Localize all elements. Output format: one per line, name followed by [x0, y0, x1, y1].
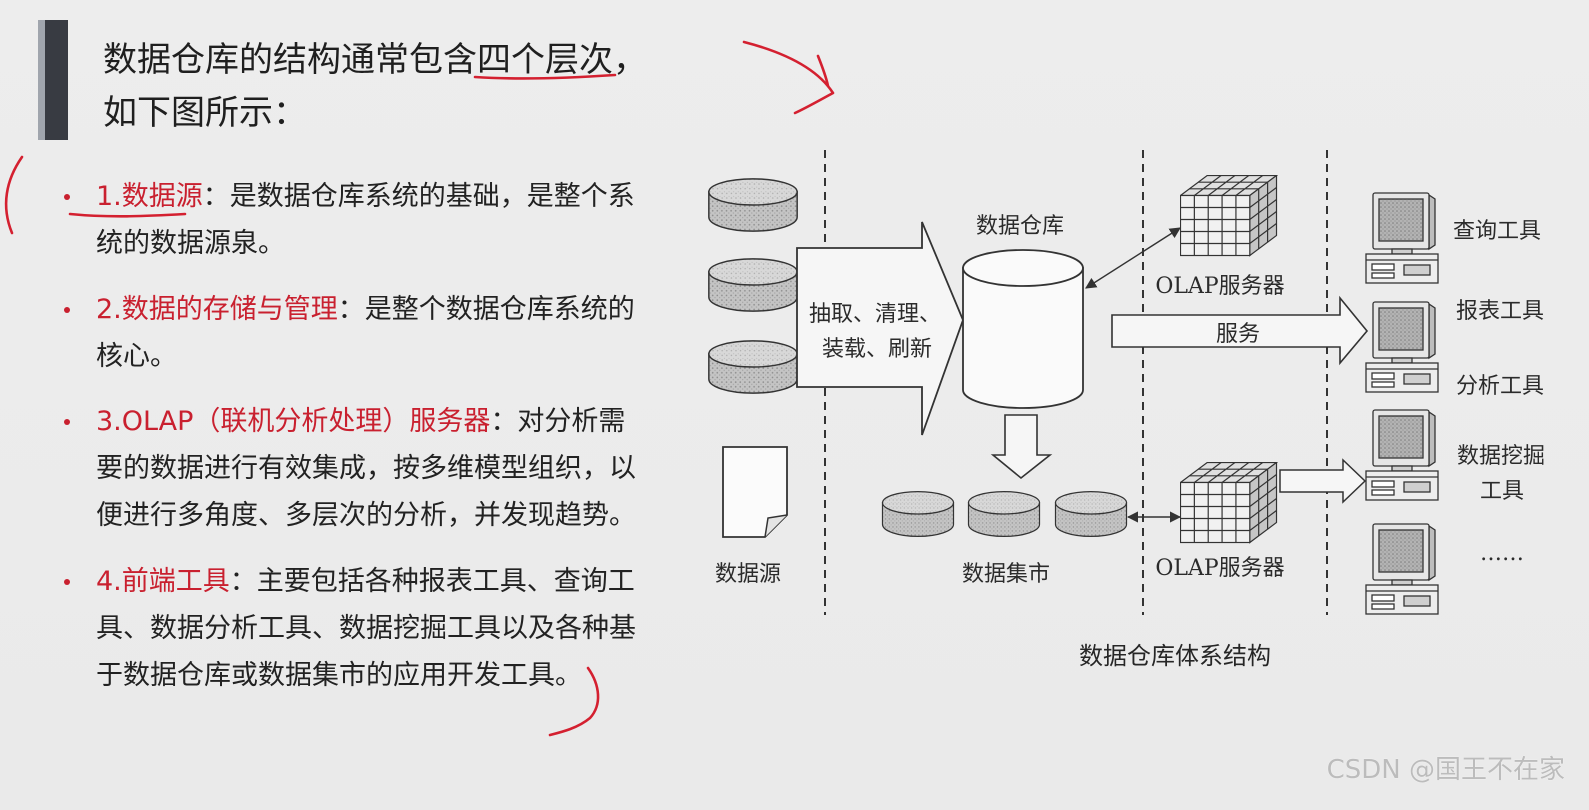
cylinder-warehouse-icon: [962, 249, 1084, 409]
title-accent-bar: [38, 20, 68, 140]
computer-icon: [1365, 409, 1439, 501]
bullet-label: 4.前端工具: [96, 566, 230, 597]
data-mart-label: 数据集市: [962, 562, 1050, 587]
bullet-dot: [64, 579, 70, 585]
tool-label-report: 报表工具: [1456, 299, 1544, 324]
bullet-line: 3.OLAP（联机分析处理）服务器：对分析需: [96, 398, 636, 445]
diagram-caption: 数据仓库体系结构: [1079, 642, 1271, 670]
down-arrow: [990, 414, 1053, 480]
bullet-olap-server: 3.OLAP（联机分析处理）服务器：对分析需 要的数据进行有效集成，按多维模型组…: [64, 398, 636, 539]
bullet-line: 4.前端工具：主要包括各种报表工具、查询工: [96, 558, 636, 605]
bullet-dot: [64, 307, 70, 313]
title-line: 数据仓库的结构通常包含四个层次，: [103, 40, 647, 80]
database-disk-icon: [708, 340, 798, 394]
warehouse-label: 数据仓库: [976, 214, 1064, 239]
connector-line: [1085, 227, 1181, 289]
bullet-text: 便进行多角度、多层次的分析，并发现趋势。: [96, 500, 636, 531]
computer-icon: [1365, 192, 1439, 284]
bullet-text: ：是数据仓库系统的基础，是整个系: [202, 181, 635, 212]
database-disk-icon: [967, 490, 1041, 538]
bullet-label: 2.数据的存储与管理: [96, 294, 338, 325]
tool-label-mining: 数据挖掘: [1457, 444, 1545, 469]
bullet-line: 1.数据源：是数据仓库系统的基础，是整个系: [96, 173, 635, 220]
title-line: 如下图所示：: [103, 93, 307, 133]
service-arrow: [1111, 295, 1369, 366]
document-icon: [722, 446, 788, 538]
database-disk-icon: [708, 258, 798, 312]
bullet-dot: [64, 419, 70, 425]
tool-label-analysis: 分析工具: [1456, 374, 1544, 399]
bullet-storage-management: 2.数据的存储与管理：是整个数据仓库系统的 核心。: [64, 286, 635, 380]
data-source-label: 数据源: [715, 562, 781, 587]
bullet-dot: [64, 194, 70, 200]
database-disk-icon: [708, 178, 798, 232]
tool-label-ellipsis: ……: [1480, 541, 1524, 566]
tool-label-mining: 工具: [1480, 479, 1524, 504]
bullet-text: 核心。: [96, 341, 177, 372]
olap-cube-icon: [1180, 175, 1278, 257]
bullet-label: 3.OLAP（联机分析处理）服务器: [96, 406, 491, 437]
bullet-text: 于数据仓库或数据集市的应用开发工具。: [96, 660, 582, 691]
olap-cube-icon: [1180, 462, 1278, 544]
bullet-text: ：是整个数据仓库系统的: [337, 294, 635, 325]
olap-server-label: OLAP服务器: [1155, 274, 1284, 299]
etl-arrow: [796, 221, 964, 436]
bullet-text: ：主要包括各种报表工具、查询工: [229, 566, 635, 597]
bullet-text: 要的数据进行有效集成，按多维模型组织，以: [96, 453, 636, 484]
etl-label-line: 抽取、清理、: [809, 302, 941, 327]
computer-icon: [1365, 523, 1439, 615]
bullet-line: 2.数据的存储与管理：是整个数据仓库系统的: [96, 286, 635, 333]
database-disk-icon: [1054, 490, 1128, 538]
computer-icon: [1365, 301, 1439, 393]
olap-server-label: OLAP服务器: [1155, 556, 1284, 581]
service-label: 服务: [1216, 322, 1260, 347]
olap-to-tool-arrow: [1279, 458, 1367, 504]
bullet-label: 1.数据源: [96, 181, 203, 212]
bullet-text: 统的数据源泉。: [96, 228, 285, 259]
etl-label-line: 装载、刷新: [822, 337, 932, 362]
watermark: CSDN @国王不在家: [1326, 755, 1565, 785]
slide-title: 数据仓库的结构通常包含四个层次， 如下图所示：: [103, 34, 647, 140]
bullet-text: ：对分析需: [490, 406, 626, 437]
database-disk-icon: [881, 490, 955, 538]
bullet-data-source: 1.数据源：是数据仓库系统的基础，是整个系 统的数据源泉。: [64, 173, 635, 267]
bullet-text: 具、数据分析工具、数据挖掘工具以及各种基: [96, 613, 636, 644]
bullet-front-end-tools: 4.前端工具：主要包括各种报表工具、查询工 具、数据分析工具、数据挖掘工具以及各…: [64, 558, 636, 699]
tool-label-query: 查询工具: [1453, 219, 1541, 244]
